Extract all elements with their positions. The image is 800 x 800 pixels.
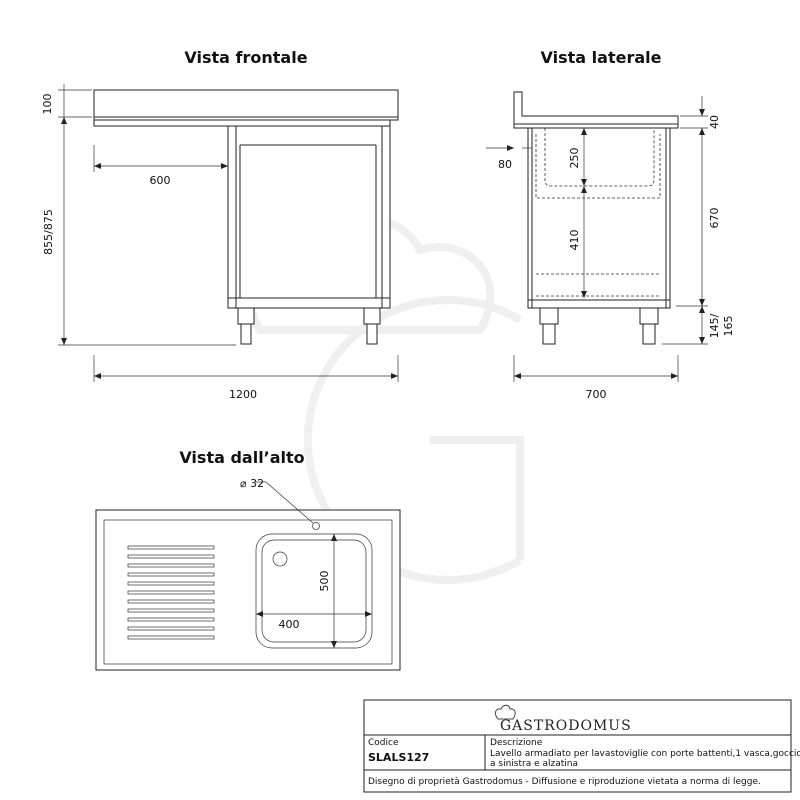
side-view-title: Vista laterale bbox=[541, 48, 662, 67]
code-label: Codice bbox=[368, 738, 399, 748]
dim-side-cabinet-inner: 410 bbox=[568, 230, 581, 251]
front-view: Vista frontale 100 855/875 600 bbox=[41, 48, 399, 401]
chef-hat-icon bbox=[494, 704, 516, 720]
top-view-title: Vista dall’alto bbox=[179, 448, 304, 467]
dim-side-basin-depth: 250 bbox=[568, 148, 581, 169]
dim-side-legs-line1: 145/ bbox=[708, 313, 721, 338]
dim-side-top-thickness: 40 bbox=[708, 115, 721, 129]
dim-side-backsplash-offset: 80 bbox=[498, 158, 512, 171]
code-value: SLALS127 bbox=[368, 751, 429, 764]
dim-top-basin-width: 400 bbox=[279, 618, 300, 631]
dim-front-total-height: 855/875 bbox=[42, 209, 55, 255]
brand-name: GASTRODOMUS bbox=[500, 718, 632, 734]
drainer-ribs bbox=[127, 545, 215, 640]
description-label: Descrizione bbox=[490, 738, 543, 748]
dim-side-cabinet-height: 670 bbox=[708, 208, 721, 229]
description-line-2: a sinistra e alzatina bbox=[490, 759, 578, 769]
dim-side-total-depth: 700 bbox=[586, 388, 607, 401]
description-line-1: Lavello armadiato per lavastoviglie con … bbox=[490, 749, 800, 759]
front-view-title: Vista frontale bbox=[184, 48, 307, 67]
top-view: Vista dall’alto ⌀ 32 500 bbox=[95, 448, 401, 671]
footer-notice: Disegno di proprietà Gastrodomus - Diffu… bbox=[368, 777, 761, 787]
dim-top-hole-diameter: ⌀ 32 bbox=[240, 477, 264, 490]
dim-front-total-width: 1200 bbox=[229, 388, 257, 401]
dim-front-top-height: 100 bbox=[41, 94, 54, 115]
side-view: Vista laterale 80 250 410 bbox=[486, 48, 735, 401]
title-block: GASTRODOMUS Codice SLALS127 Descrizione … bbox=[363, 699, 800, 793]
dim-front-drainer-width: 600 bbox=[150, 174, 171, 187]
dim-side-legs-line2: 165 bbox=[722, 316, 735, 337]
dim-top-basin-depth: 500 bbox=[318, 571, 331, 592]
